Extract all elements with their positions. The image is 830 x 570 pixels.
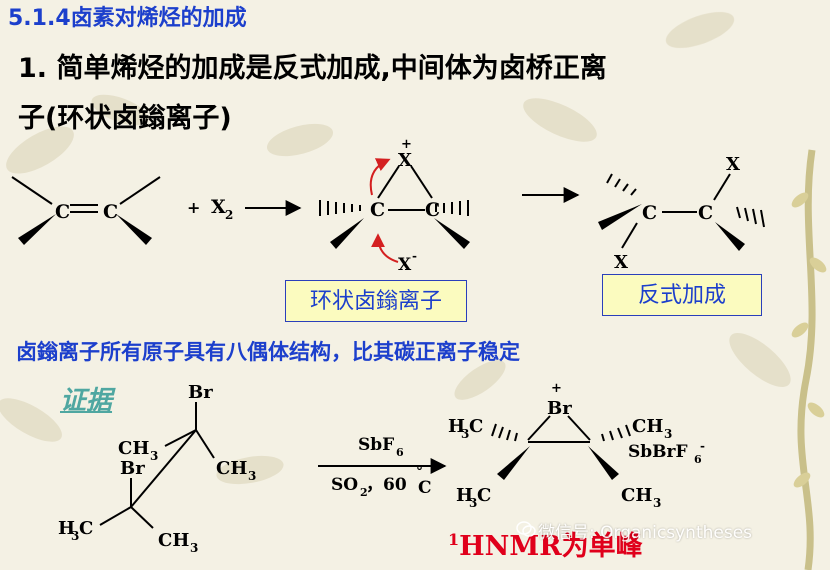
hnmr-text: HNMR为单峰 (459, 531, 643, 562)
degree-symbol: ° (416, 464, 423, 480)
anion-charge: - (412, 249, 417, 263)
h2c-left-sub: 3 (461, 427, 469, 441)
h2c-left: H (448, 416, 465, 437)
bridged-x-charge: + (401, 137, 412, 152)
watermark-text: 微信号: Organicsyntheses (538, 523, 753, 543)
reagent-so2-sub: 2 (360, 486, 368, 499)
h3c-left-tail: C (79, 518, 93, 539)
h3c-left: H (58, 518, 75, 539)
counter-ion-sub: 6 (694, 453, 702, 466)
alkene-carbon-right: C (103, 201, 118, 223)
alkene-structure: C C (11, 176, 161, 245)
point1-line1: 1. 简单烯烃的加成是反式加成,中间体为卤桥正离 (18, 53, 607, 84)
halonium-structure: C C X + X - (319, 137, 470, 275)
anti-product-structure: C C X X (598, 154, 765, 273)
br-lower: Br (120, 458, 145, 479)
product-x-bottom: X (614, 252, 628, 273)
anti-addition-label-box: 反式加成 (602, 274, 762, 316)
hnmr-singlet-note: 1HNMR为单峰 (448, 524, 643, 563)
hnmr-superscript: 1 (448, 530, 460, 549)
ch3-upper-sub: 3 (150, 449, 158, 463)
dibromide-structure (99, 402, 215, 529)
h3c-product-left: H (456, 485, 473, 506)
reaction-scheme-anti-addition: C C + X 2 C C X + X - (11, 137, 765, 275)
alkene-carbon-left: C (55, 201, 70, 223)
ch3-right: CH (216, 458, 247, 479)
product-carbon-left: C (642, 202, 657, 224)
bromonium-br: Br (547, 398, 572, 419)
product-x-top: X (726, 154, 740, 175)
halonium-carbon-right: C (425, 199, 440, 221)
reagent-x2-subscript: 2 (225, 208, 233, 222)
h3c-product-left-sub: 3 (469, 496, 477, 510)
counter-ion: SbBrF (628, 442, 688, 462)
celsius: C (418, 478, 432, 498)
section-title: 5.1.4卤素对烯烃的加成 (8, 6, 247, 31)
wechat-icon (516, 521, 536, 537)
ch3-product-right: CH (632, 416, 663, 437)
reagent-sbf6-sub: 6 (396, 446, 404, 459)
reaction-scheme-evidence: Br CH 3 Br CH 3 H 3 C CH 3 SbF 6 SO 2 ，6… (58, 381, 705, 555)
ch3-bottom-sub: 3 (190, 541, 198, 555)
halonium-carbon-left: C (370, 199, 385, 221)
product-carbon-right: C (698, 202, 713, 224)
ch3-upper: CH (118, 438, 149, 459)
plus-sign: + (187, 198, 200, 217)
h2c-left-tail: C (469, 416, 483, 437)
br-top: Br (188, 382, 213, 403)
ch3-right-sub: 3 (248, 469, 256, 483)
counter-ion-charge: - (700, 439, 705, 453)
red-curved-arrow-top (369, 158, 391, 196)
point1-line2: 子(环状卤鎓离子) (18, 103, 232, 134)
halonium-label-box: 环状卤鎓离子 (285, 280, 467, 322)
red-curved-arrow-bottom (371, 233, 399, 263)
bridged-x: X (398, 150, 412, 171)
reagent-sbf6: SbF (358, 435, 394, 455)
bromonium-charge: + (551, 381, 562, 396)
evidence-label: 证据 (60, 386, 113, 416)
reagent-so2: SO (331, 475, 358, 495)
ch3-product-right-sub: 3 (664, 427, 672, 441)
ch3-bottom: CH (158, 530, 189, 551)
reagent-temp: ，60 (366, 475, 407, 495)
reagent-x2: X (211, 196, 226, 218)
h3c-left-sub: 3 (71, 529, 79, 543)
bromonium-structure (491, 415, 631, 480)
ch3-product-bottom: CH (621, 485, 652, 506)
h3c-product-left-tail: C (477, 485, 491, 506)
ch3-product-bottom-sub: 3 (653, 496, 661, 510)
anion-x: X (398, 255, 412, 275)
stability-note: 卤鎓离子所有原子具有八偶体结构，比其碳正离子稳定 (16, 340, 520, 364)
